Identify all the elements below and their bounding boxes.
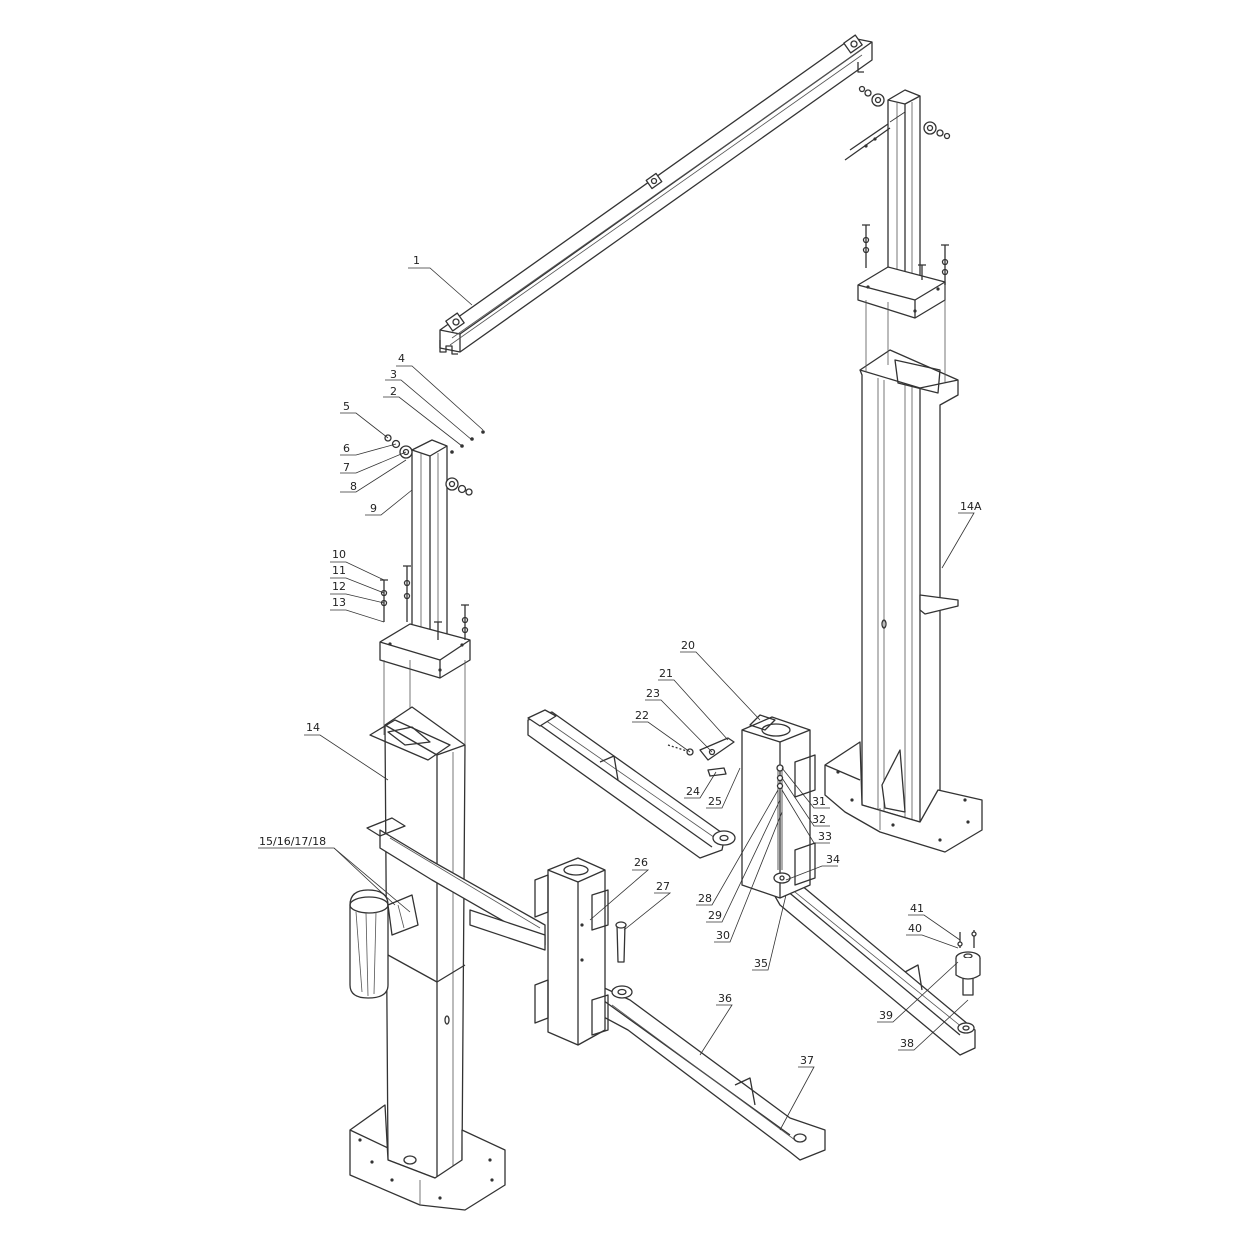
callout-3: 3	[390, 368, 397, 381]
leader-lines	[258, 267, 975, 1131]
callout-34: 34	[826, 853, 840, 866]
callout-5: 5	[343, 400, 350, 413]
callout-29: 29	[708, 909, 722, 922]
left-column	[349, 706, 506, 1211]
callout-26: 26	[634, 856, 648, 869]
callout-6: 6	[343, 442, 350, 455]
power-unit	[349, 889, 419, 999]
callout-12: 12	[332, 580, 346, 593]
callout-36: 36	[718, 992, 732, 1005]
callout-31: 31	[812, 795, 826, 808]
callout-33: 33	[818, 830, 832, 843]
right-carriage	[741, 714, 816, 899]
left-arm-assembly	[366, 817, 826, 1161]
callout-22: 22	[635, 709, 649, 722]
callout-9: 9	[370, 502, 377, 515]
callout-32: 32	[812, 813, 826, 826]
overhead-beam	[439, 34, 873, 355]
right-arm-assembly	[527, 709, 976, 1056]
callout-10: 10	[332, 548, 346, 561]
callout-20: 20	[681, 639, 695, 652]
callout-35: 35	[754, 957, 768, 970]
callout-4: 4	[398, 352, 405, 365]
arm-pad-adapter	[955, 930, 981, 996]
right-upper-extension	[844, 85, 951, 319]
callout-25: 25	[708, 795, 722, 808]
callout-labels: 1 2 3 4 5 6 7 8 9 10 11 12 13 14 14A 15/…	[259, 254, 982, 1067]
callout-13: 13	[332, 596, 346, 609]
callout-28: 28	[698, 892, 712, 905]
callout-30: 30	[716, 929, 730, 942]
callout-14a: 14A	[960, 500, 982, 513]
callout-41: 41	[910, 902, 924, 915]
callout-21: 21	[659, 667, 673, 680]
callout-14: 14	[306, 721, 320, 734]
right-explosion-guides	[865, 285, 946, 382]
callout-37: 37	[800, 1054, 814, 1067]
callout-8: 8	[350, 480, 357, 493]
callout-38: 38	[900, 1037, 914, 1050]
left-carriage	[534, 857, 609, 1046]
callout-15-16-17-18: 15/16/17/18	[259, 835, 326, 848]
callout-23: 23	[646, 687, 660, 700]
callout-40: 40	[908, 922, 922, 935]
callout-7: 7	[343, 461, 350, 474]
right-column	[824, 349, 983, 853]
callout-27: 27	[656, 880, 670, 893]
lock-parts	[667, 737, 735, 777]
callout-11: 11	[332, 564, 346, 577]
callout-39: 39	[879, 1009, 893, 1022]
left-upper-extension	[379, 430, 485, 679]
callout-24: 24	[686, 785, 700, 798]
callout-2: 2	[390, 385, 397, 398]
pin-27	[615, 921, 627, 963]
callout-1: 1	[413, 254, 420, 267]
